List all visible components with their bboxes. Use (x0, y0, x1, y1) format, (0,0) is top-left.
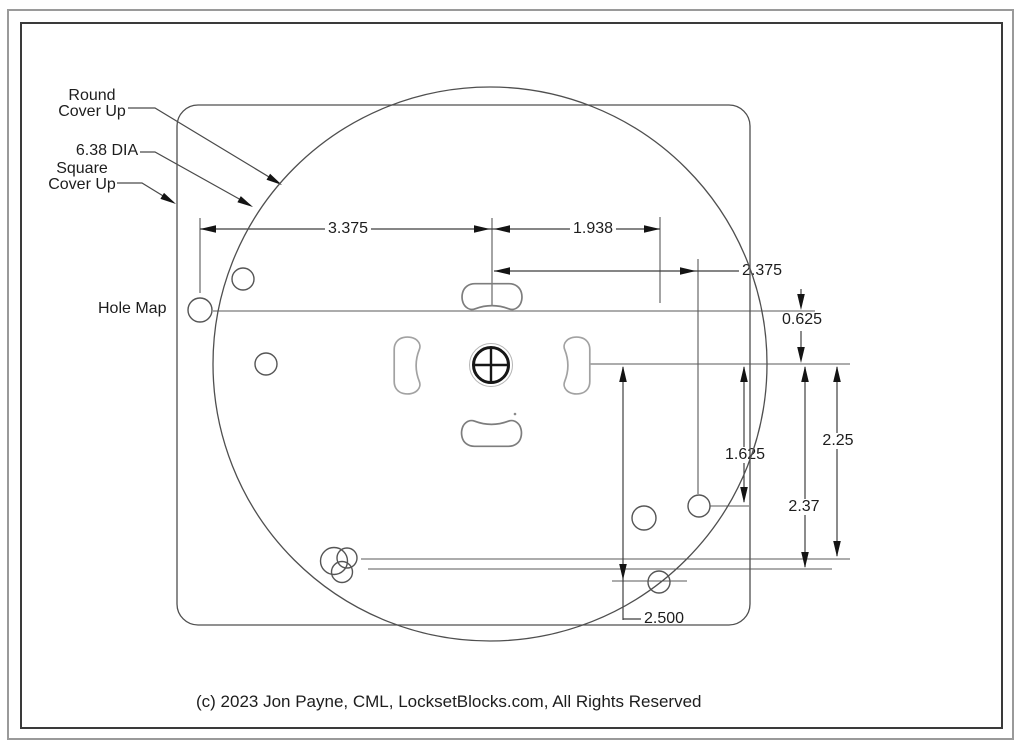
sheet-border-outer (7, 9, 1014, 740)
dim-top-offset: 0.625 (778, 312, 826, 328)
slot-left (393, 336, 421, 395)
hole-circles (187, 267, 711, 594)
dim-lower-hole: 1.625 (721, 447, 769, 463)
slot-bottom (460, 419, 523, 448)
dim-right-line-b: 2.37 (785, 499, 823, 515)
arrowheads (160, 173, 841, 580)
label-hole-map: Hole Map (98, 300, 167, 317)
leader-lines (117, 107, 280, 206)
label-square-line1: Square (56, 160, 108, 177)
sheet-border-inner (20, 22, 1003, 729)
label-round-line2: Cover Up (58, 103, 126, 120)
slot-right (563, 336, 591, 395)
dim-right-span: 1.938 (569, 221, 617, 237)
dim-left-span: 3.375 (324, 221, 372, 237)
label-square-line2: Cover Up (48, 176, 116, 193)
dim-bottom-hole: 2.500 (640, 611, 688, 627)
label-round-cover-up: Round Cover Up (58, 88, 126, 120)
copyright-text: (c) 2023 Jon Payne, CML, LocksetBlocks.c… (196, 692, 702, 711)
dim-right-line-a: 2.25 (819, 433, 857, 449)
label-round-line1: Round (68, 87, 116, 104)
label-square-cover-up: Square Cover Up (48, 161, 116, 193)
center-crosshair (469, 343, 513, 387)
label-diameter: 6.38 DIA (75, 142, 139, 159)
dim-right-offset: 2.375 (738, 263, 786, 279)
